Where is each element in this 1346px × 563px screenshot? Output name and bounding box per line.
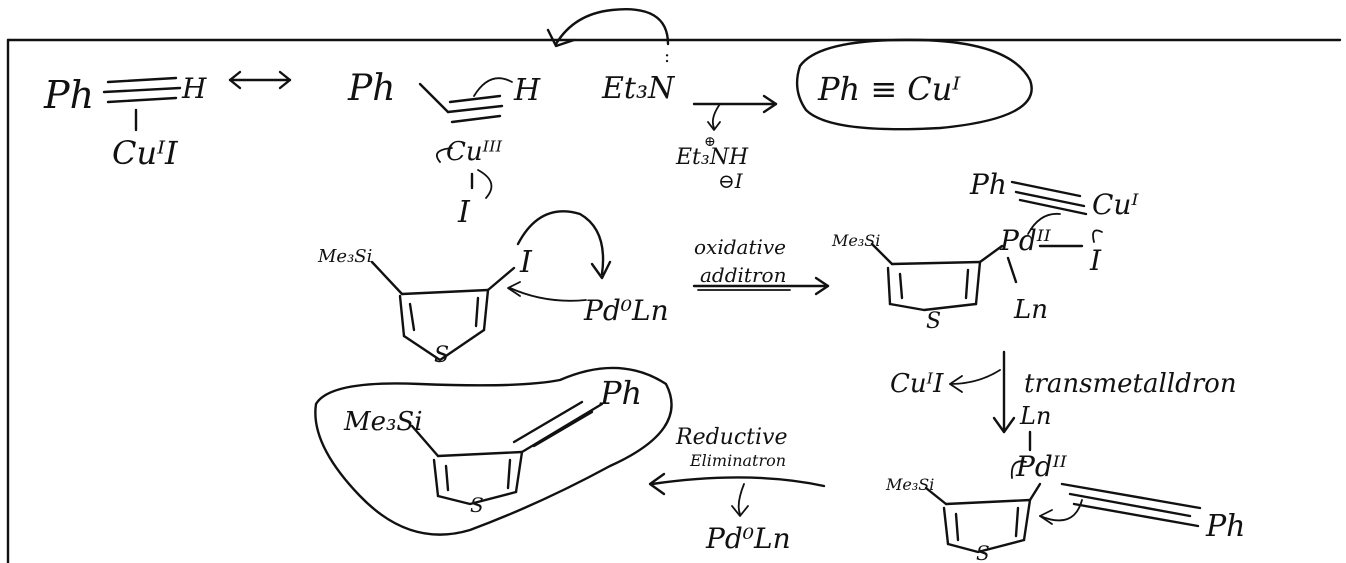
ph-label-4: Ph xyxy=(1205,509,1246,544)
alkyne-triple-bond-4 xyxy=(1060,482,1202,528)
ph-label-3: Ph xyxy=(969,168,1007,201)
cu-iii-label: Cuᴵᴵᴵ xyxy=(446,137,503,167)
h-label-2: H xyxy=(513,73,541,108)
oxidative-label: oxidative xyxy=(694,235,786,259)
curved-arrow-iodide xyxy=(477,169,493,199)
me3si-label-3: Me₃Si xyxy=(885,475,934,494)
iodide-label-3: I xyxy=(1089,244,1102,277)
deprotonation-arrow xyxy=(554,8,670,46)
pd0-release-arrow xyxy=(737,483,745,515)
ln-label-1: Ln xyxy=(1013,295,1048,325)
me3si-label-2: Me₃Si xyxy=(831,231,880,250)
curved-arrow-h xyxy=(473,77,513,97)
me3si-label-1: Me₃Si xyxy=(317,246,372,267)
reaction-arrowhead-4 xyxy=(648,472,666,496)
addition-label: additron xyxy=(700,263,786,287)
curved-arrow-cu xyxy=(436,147,453,163)
iodide-minus-label: ⊖I xyxy=(718,169,744,193)
lone-pair-dots: : xyxy=(664,46,670,67)
deprotonation-arrowhead xyxy=(546,28,576,48)
ph-label-2: Ph xyxy=(347,68,395,109)
reductive-label: Reductive xyxy=(675,425,787,450)
pd0ln-label-2: Pd⁰Ln xyxy=(705,522,791,555)
h-label-1: H xyxy=(181,72,207,105)
alkyne-triple-bond-1 xyxy=(102,76,182,104)
thiophene-ring-4 xyxy=(432,450,524,506)
reaction-arrow-4 xyxy=(650,476,826,488)
s-label-1: S xyxy=(434,343,449,368)
pd-ii-label-2: Pdᴵᴵ xyxy=(1015,450,1068,483)
ph-label-1: Ph xyxy=(43,73,94,117)
byproduct-arrow xyxy=(711,103,721,129)
product-circle-1 xyxy=(795,38,1033,131)
s-label-3: S xyxy=(976,541,990,563)
pd0ln-label-1: Pd⁰Ln xyxy=(583,294,669,327)
reaction-arrowhead-3 xyxy=(992,416,1016,434)
iodide-label-1: I xyxy=(457,195,471,230)
oxidative-curved-arrow xyxy=(516,210,605,276)
ph-label-5: Ph xyxy=(599,374,642,412)
cu-i-iodide-label: CuᴵI xyxy=(112,134,179,172)
pd-insertion-arrow xyxy=(509,287,587,302)
ph-bond-2 xyxy=(418,82,450,114)
alkyne-triple-bond-3 xyxy=(1010,180,1088,216)
thiophene-ring-2 xyxy=(886,260,982,312)
pd-ii-label-1: Pdᴵᴵ xyxy=(999,224,1052,257)
transmet-curved-arrow xyxy=(1027,212,1061,235)
alkyne-triple-bond-5 xyxy=(512,400,604,454)
cui-i-label: CuᴵI xyxy=(890,369,944,399)
cui-release-arrow xyxy=(949,369,1001,385)
reductive-curved-arrow xyxy=(1039,499,1083,522)
ln-label-2: Ln xyxy=(1019,402,1051,430)
s-label-2: S xyxy=(926,309,941,334)
plus-charge: ⊕ xyxy=(704,134,716,150)
thiophene-ring-1 xyxy=(398,288,490,362)
cu-acetylide-label: Ph ≡ Cuᴵ xyxy=(817,70,961,108)
et3nh-label: Et₃NH xyxy=(675,145,749,170)
alkyne-triple-bond-2 xyxy=(446,94,504,124)
et3n-label: Et₃N xyxy=(601,71,676,106)
me3si-label-4: Me₃Si xyxy=(343,407,423,437)
transmetallation-label: transmetalldron xyxy=(1024,369,1237,399)
equilibrium-arrow xyxy=(228,70,292,90)
reaction-arrowhead-1 xyxy=(762,94,778,114)
reaction-arrowhead-2 xyxy=(814,276,830,296)
thiophene-ring-3 xyxy=(942,498,1032,554)
product-circle-2 xyxy=(314,366,673,536)
elimination-label: Eliminatron xyxy=(689,451,786,470)
iodide-label-2: I xyxy=(519,245,533,280)
cui-label-1: Cuᴵ xyxy=(1092,188,1139,221)
s-label-4: S xyxy=(470,493,484,517)
